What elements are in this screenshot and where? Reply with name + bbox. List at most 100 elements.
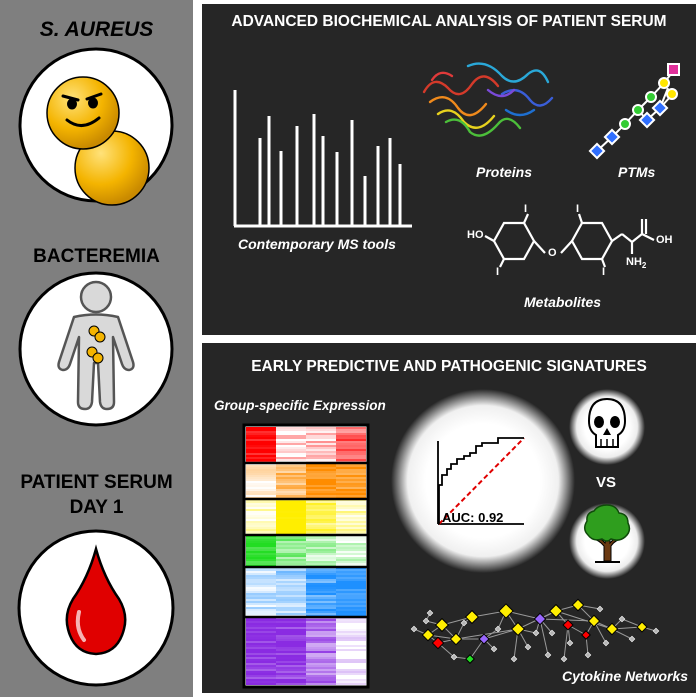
heatmap-cell (246, 551, 276, 553)
heatmap-cell (306, 621, 336, 623)
heatmap-cell (306, 619, 336, 621)
heatmap-cell (246, 649, 276, 651)
heatmap-cell (336, 605, 366, 607)
heatmap-cell (276, 611, 306, 613)
heatmap-cell (306, 443, 336, 445)
vs-label: VS (596, 474, 617, 491)
condition-label: BACTEREMIA (33, 246, 160, 267)
heatmap-cell (306, 545, 336, 547)
heatmap-cell (336, 507, 366, 509)
heatmap-cell (306, 483, 336, 485)
heatmap-cell (336, 433, 366, 435)
heatmap-cell (276, 633, 306, 635)
heatmap-cell (306, 677, 336, 679)
heatmap-cell (276, 435, 306, 437)
heatmap-cell (306, 515, 336, 517)
heatmap-cell (276, 529, 306, 531)
heatmap-cell (246, 559, 276, 561)
ms-tools-label: Contemporary MS tools (238, 236, 396, 252)
heatmap-cell (336, 593, 366, 595)
heatmap-cell (336, 427, 366, 429)
heatmap-cell (276, 583, 306, 585)
heatmap-cell (246, 569, 276, 571)
heatmap-cell (246, 651, 276, 653)
auc-label: AUC: 0.92 (442, 510, 504, 525)
heatmap-cell (276, 641, 306, 643)
heatmap-cell (336, 631, 366, 633)
heatmap-border (242, 423, 370, 689)
heatmap-cell (246, 555, 276, 557)
heatmap-cell (306, 489, 336, 491)
heatmap-cell (246, 573, 276, 575)
heatmap-cell (336, 619, 366, 621)
heatmap-cell (306, 631, 336, 633)
heatmap-cell (336, 449, 366, 451)
heatmap-cell (276, 487, 306, 489)
heatmap-cell (276, 647, 306, 649)
heatmap-cell (276, 645, 306, 647)
heatmap-cell (246, 507, 276, 509)
heatmap-cell (276, 515, 306, 517)
heatmap-cell (246, 475, 276, 477)
heatmap-cell (276, 483, 306, 485)
heatmap-cell (276, 509, 306, 511)
network-node (426, 609, 434, 617)
heatmap-cell (246, 623, 276, 625)
heatmap-cell (306, 471, 336, 473)
heatmap-cell (246, 539, 276, 541)
heatmap-cell (276, 527, 306, 529)
heatmap-cell (246, 625, 276, 627)
heatmap-cell (336, 495, 366, 497)
heatmap-cell (276, 603, 306, 605)
heatmap-cell (336, 465, 366, 467)
heatmap-cell (246, 495, 276, 497)
heatmap-cell (306, 585, 336, 587)
network-node (465, 654, 475, 664)
heatmap-cell (306, 561, 336, 563)
heatmap-cell (276, 429, 306, 431)
heatmap-cell (246, 669, 276, 671)
heatmap-cell (336, 583, 366, 585)
heatmap-cell (276, 493, 306, 495)
heatmap-cell (246, 589, 276, 591)
heatmap-cell (336, 673, 366, 675)
heatmap-cell (276, 595, 306, 597)
heatmap-cell (276, 481, 306, 483)
heatmap-cell (306, 643, 336, 645)
heatmap-cell (276, 503, 306, 505)
heatmap-cell (276, 597, 306, 599)
heatmap-cell (306, 609, 336, 611)
heatmap-cell (276, 521, 306, 523)
heatmap-cell (276, 441, 306, 443)
heatmap-cell (306, 559, 336, 561)
ether-oxygen-label: O (548, 247, 557, 259)
heatmap-cell (336, 517, 366, 519)
heatmap-cell (336, 537, 366, 539)
heatmap-cell (306, 597, 336, 599)
heatmap-cell (306, 681, 336, 683)
heatmap-cell (276, 507, 306, 509)
heatmap-cell (276, 547, 306, 549)
heatmap-cell (246, 587, 276, 589)
heatmap-cell (246, 457, 276, 459)
heatmap-cell (336, 545, 366, 547)
heatmap-cell (246, 451, 276, 453)
heatmap-cell (276, 663, 306, 665)
heatmap-cell (276, 453, 306, 455)
heatmap-cell (276, 573, 306, 575)
heatmap-cell (306, 655, 336, 657)
heatmap-cell (336, 607, 366, 609)
heatmap-cell (246, 633, 276, 635)
heatmap-cell (306, 633, 336, 635)
heatmap-cell (306, 645, 336, 647)
heatmap-cell (276, 625, 306, 627)
heatmap-cell (246, 575, 276, 577)
network-node (605, 622, 619, 636)
heatmap-cell (276, 587, 306, 589)
heatmap-cell (306, 577, 336, 579)
network-node (478, 633, 490, 645)
heatmap-cell (336, 603, 366, 605)
heatmap-cell (246, 675, 276, 677)
glycan-chain-icon (588, 63, 680, 160)
proteins-label: Proteins (476, 164, 533, 180)
